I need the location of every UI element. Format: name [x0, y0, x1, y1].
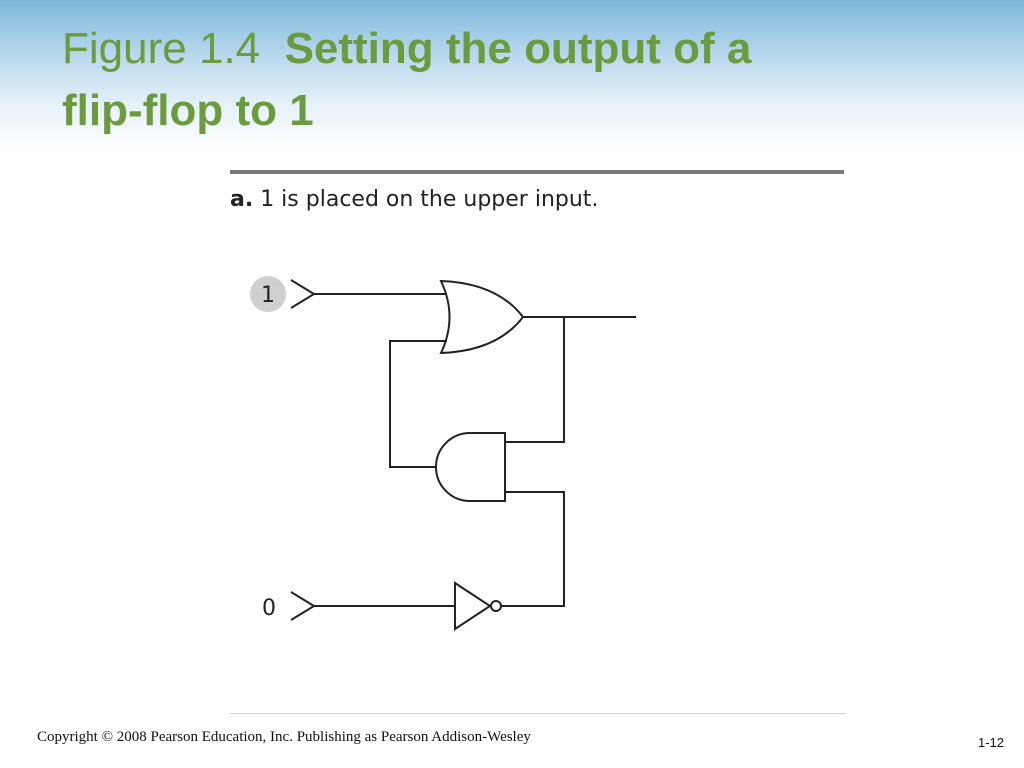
figure-caption: a. 1 is placed on the upper input. [230, 187, 598, 212]
title-main-line2: flip-flop to 1 [62, 86, 314, 135]
upper-input-chevron [290, 279, 316, 309]
page-number: 1-12 [978, 735, 1005, 750]
slide-title: Figure 1.4 Setting the output of a flip-… [62, 18, 962, 142]
lower-input-chevron [290, 591, 316, 621]
upper-input-value: 1 [261, 283, 275, 308]
title-main-line1: Setting the output of a [284, 24, 752, 73]
not-gate [454, 581, 492, 631]
header-band [0, 0, 1024, 150]
title-prefix: Figure 1.4 [62, 24, 261, 73]
feedback-wire [505, 317, 565, 443]
caption-text: 1 is placed on the upper input. [253, 187, 599, 212]
caption-letter: a. [230, 187, 254, 212]
and-to-or-wire [389, 340, 447, 468]
upper-input-highlight [250, 276, 286, 312]
lower-input-value: 0 [262, 596, 276, 621]
or-gate [439, 279, 525, 355]
not-gate-bubble [490, 600, 502, 612]
figure-bottom-rule [230, 713, 846, 714]
figure-top-rule [230, 170, 844, 174]
not-to-and-wire [502, 491, 565, 607]
and-gate [435, 432, 506, 502]
footer-copyright: Copyright © 2008 Pearson Education, Inc.… [37, 729, 531, 745]
